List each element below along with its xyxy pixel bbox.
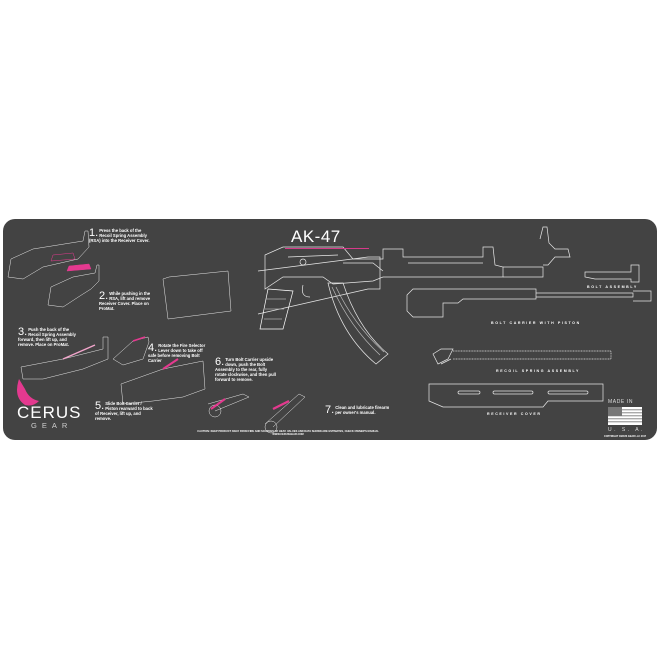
logo-subtitle: GEAR <box>31 421 73 430</box>
step-6: 6.Turn Bolt Carrier upside down, push th… <box>215 356 276 383</box>
copyright-text: COPYRIGHT CERUS GEAR LLC 2017 <box>604 435 647 438</box>
page-title: AK-47 <box>291 227 341 246</box>
logo-mark <box>17 379 39 406</box>
made-in-label: MADE IN <box>608 399 634 405</box>
bolt-carrier-drawing <box>406 288 652 318</box>
title-underline <box>285 248 369 249</box>
step-5: 5.Slide Bolt Carrier / Piston rearward t… <box>95 400 153 422</box>
main-rifle-drawing <box>257 226 571 365</box>
bolt-assembly-drawing <box>584 264 640 283</box>
label-bolt-assembly: BOLT ASSEMBLY <box>587 285 638 289</box>
step-7: 7.Clean and lubricate firearm per owner'… <box>325 404 390 416</box>
logo-wordmark: CERUS <box>17 403 82 422</box>
step-4: 4.Rotate the Fire Selector Lever down to… <box>148 342 206 364</box>
cleaning-mat: AK-47 1.Press the back of the Recoil Spr… <box>3 219 657 440</box>
recoil-spring-drawing <box>432 348 612 365</box>
label-receiver-cover: RECEIVER COVER <box>487 412 542 416</box>
caution-text: CAUTION: KEEP PRODUCT AWAY FROM FIRE AND… <box>193 430 383 437</box>
usa-flag-icon <box>608 407 642 425</box>
step-3: 3.Push the back of the Recoil Spring Ass… <box>18 326 76 348</box>
step-1: 1.Press the back of the Recoil Spring As… <box>89 227 150 244</box>
receiver-cover-drawing <box>428 383 604 408</box>
step-drawings <box>7 230 306 434</box>
website-link: WWW.CERUSGEAR.COM <box>272 433 304 437</box>
rifle-line-art <box>7 226 652 434</box>
label-recoil-spring: RECOIL SPRING ASSEMBLY <box>496 369 580 373</box>
label-bolt-carrier: BOLT CARRIER WITH PISTON <box>491 321 581 325</box>
usa-label: U. S. A. <box>608 427 645 433</box>
step-2: 2.While pushing in the RSA, lift and rem… <box>99 290 151 312</box>
